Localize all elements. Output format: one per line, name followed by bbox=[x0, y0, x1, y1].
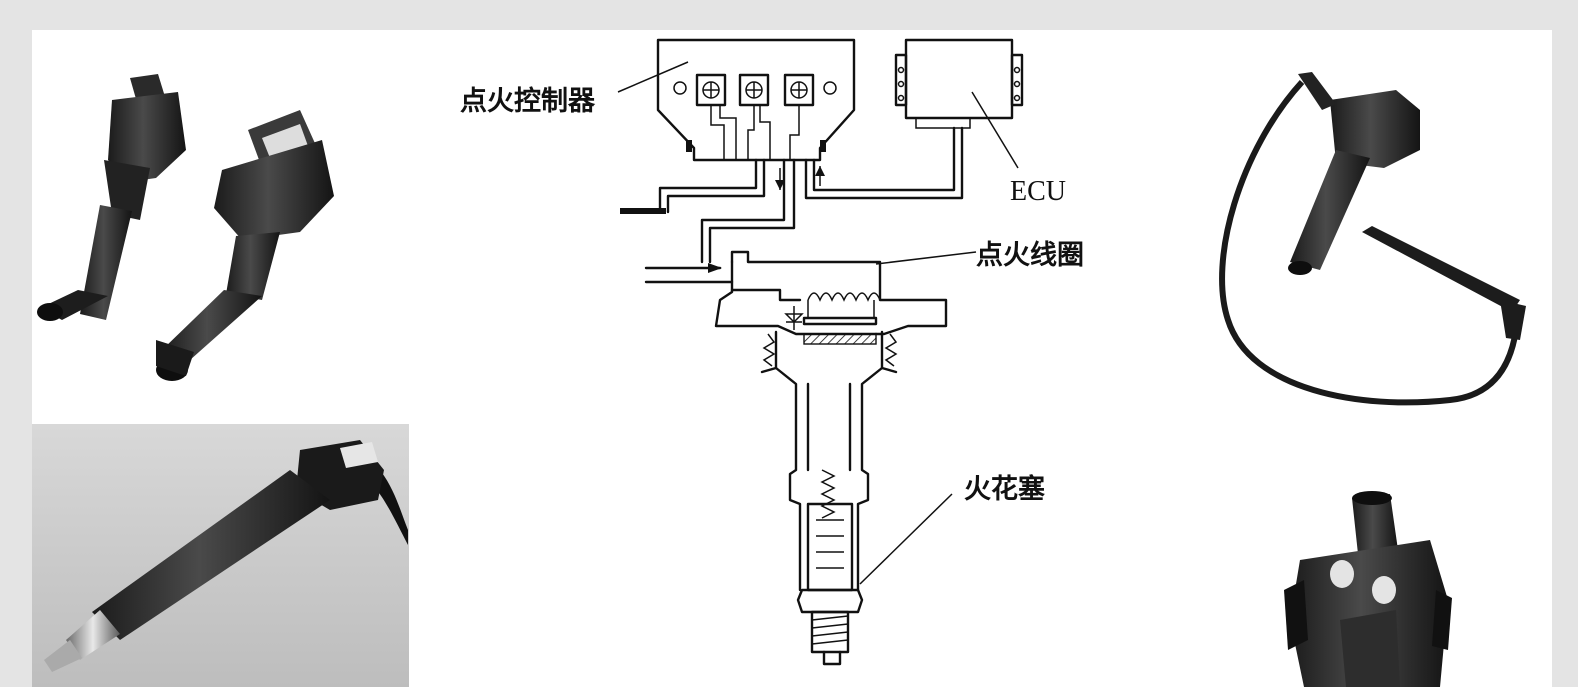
leader-plug bbox=[859, 493, 953, 585]
photo-coil-with-lead bbox=[1219, 72, 1526, 406]
label-ecu: ECU bbox=[1010, 176, 1066, 207]
ground-symbol bbox=[620, 208, 666, 214]
ignition-controller-box bbox=[656, 38, 856, 162]
label-ignition-controller: 点火控制器 bbox=[460, 86, 596, 117]
ignition-diagram: 点火控制器 ECU 点火线圈 火花塞 bbox=[460, 38, 1084, 666]
label-spark-plug: 火花塞 bbox=[964, 473, 1045, 505]
photo-block-ignition-coil bbox=[1284, 491, 1452, 687]
ignition-coil-body bbox=[714, 250, 948, 374]
photo-coil-on-plug-grey bbox=[32, 424, 409, 687]
photo-pencil-coils-pair bbox=[37, 74, 334, 381]
leader-ecu bbox=[971, 91, 1019, 169]
leader-coil bbox=[875, 251, 977, 265]
label-ignition-coil: 点火线圈 bbox=[976, 240, 1084, 271]
ecu-box bbox=[894, 38, 1024, 129]
leader-controller bbox=[617, 61, 689, 93]
spark-plug-assembly bbox=[774, 366, 884, 666]
